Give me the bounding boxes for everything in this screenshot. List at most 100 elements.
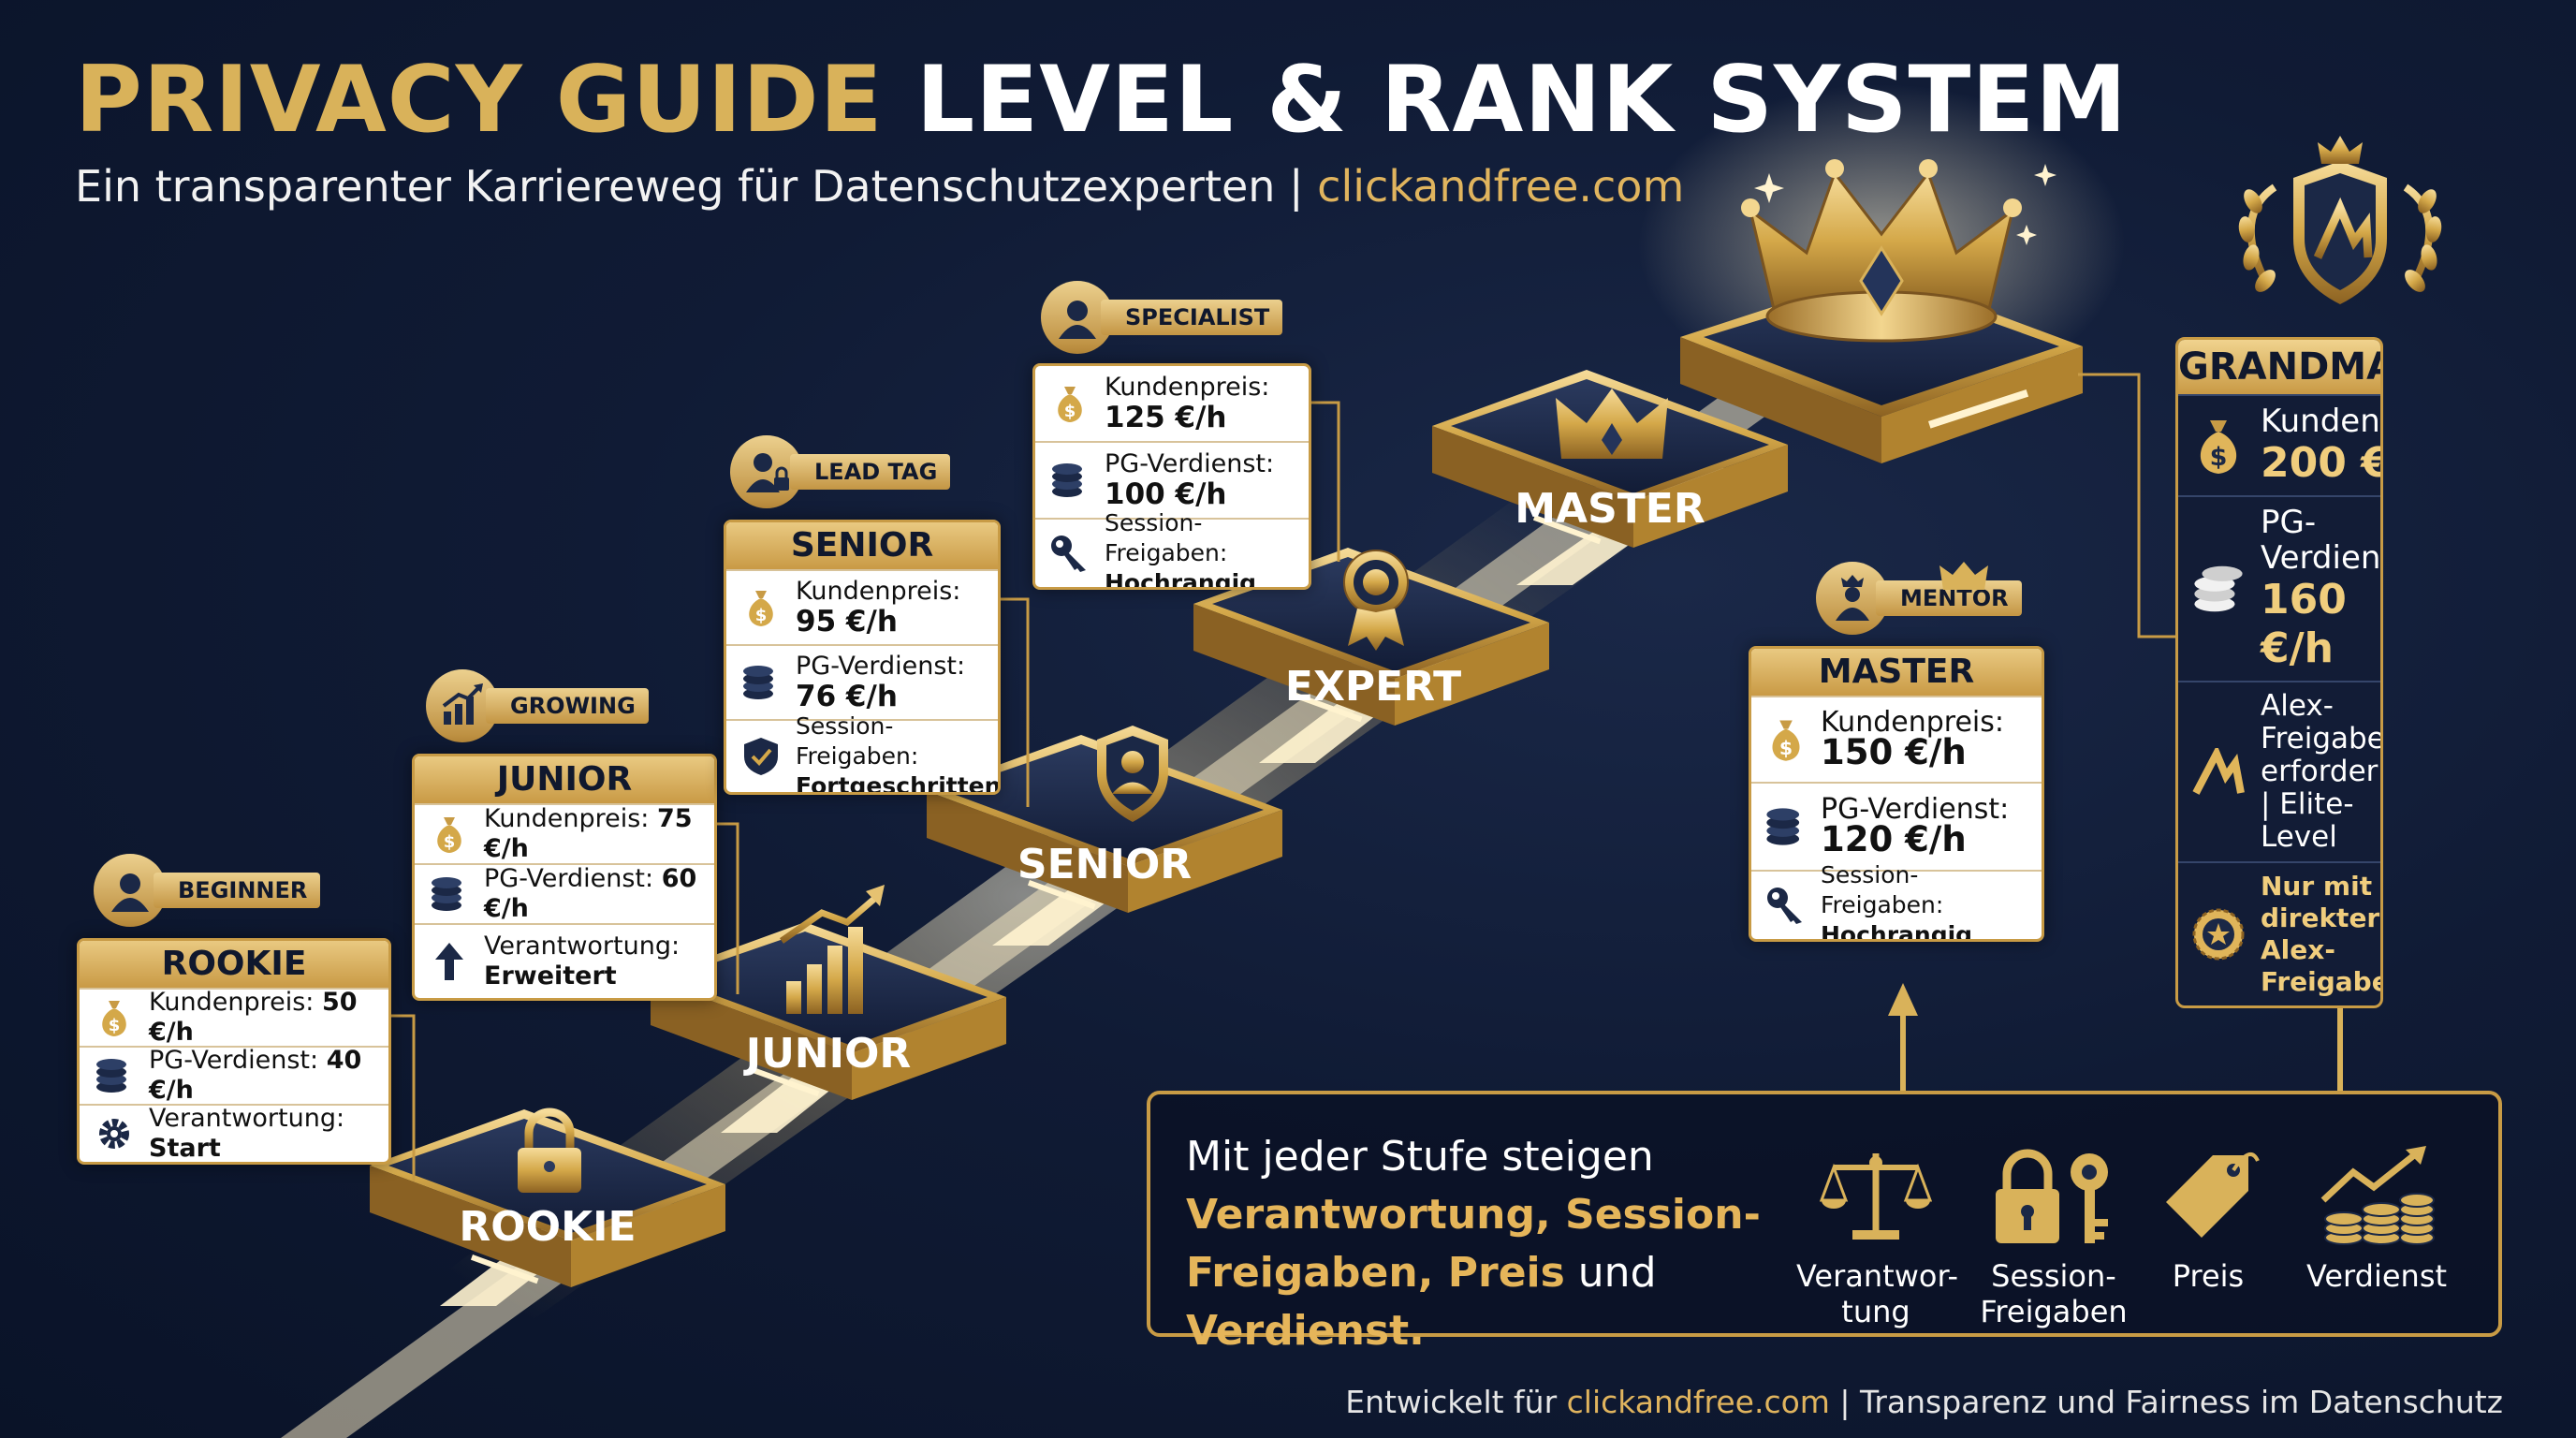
card-senior: SENIOR $ Kundenpreis:95 €/h PG-Verdienst… bbox=[724, 520, 1001, 795]
award-rosette-icon bbox=[1343, 550, 1409, 651]
coins-icon bbox=[1761, 801, 1811, 852]
money-bag-icon: $ bbox=[736, 582, 786, 633]
feature-price: Preis bbox=[2129, 1132, 2288, 1294]
card-row-responsibility: Verantwortung: Start bbox=[80, 1104, 388, 1162]
coins-icon bbox=[424, 869, 475, 919]
alex-text: Alex-Freigabe erforderlich | Elite-Level bbox=[2261, 689, 2383, 854]
arrow-up-master bbox=[1888, 983, 1918, 1091]
growth-coins-icon bbox=[2297, 1132, 2456, 1258]
row-label: Kundenpreis: bbox=[1105, 373, 1270, 402]
card-row-price: $ Kundenpreis:95 €/h bbox=[726, 569, 998, 644]
title-white: LEVEL & RANK SYSTEM bbox=[915, 47, 2128, 154]
row-value: Hochrangig bbox=[1105, 569, 1257, 590]
row-label: PG-Verdienst: bbox=[2261, 504, 2381, 577]
row-label: PG-Verdienst: bbox=[149, 1046, 319, 1075]
footer-suffix: | Transparenz und Fairness im Datenschut… bbox=[1829, 1384, 2503, 1420]
feature-label: Verantwor-tung bbox=[1796, 1258, 1959, 1329]
user-shield-icon bbox=[1097, 726, 1168, 822]
svg-text:$: $ bbox=[755, 606, 768, 625]
card-row-earn: PG-Verdienst:160 €/h bbox=[2178, 495, 2380, 681]
subtitle-text: Ein transparenter Karriereweg für Datens… bbox=[75, 161, 1318, 212]
badge-label: LEAD TAG bbox=[790, 454, 951, 490]
platform-label-junior: JUNIOR bbox=[745, 1030, 912, 1078]
row-value: Erweitert bbox=[484, 961, 617, 990]
platform-label-rookie: ROOKIE bbox=[459, 1203, 637, 1251]
row-value: 60 €/h bbox=[484, 864, 697, 923]
row-label: Kundenpreis: bbox=[1821, 706, 2004, 739]
title-gold: PRIVACY GUIDE bbox=[75, 47, 884, 154]
card-row-sessions: Session-Freigaben:Fortgeschritten bbox=[726, 712, 998, 792]
svg-text:$: $ bbox=[109, 1016, 121, 1035]
info-lead: Mit jeder Stufe steigen bbox=[1186, 1133, 1654, 1181]
subtitle-link[interactable]: clickandfree.com bbox=[1317, 161, 1685, 212]
bar-chart-icon bbox=[779, 885, 885, 1014]
info-text: Mit jeder Stufe steigen Verantwortung, S… bbox=[1186, 1128, 1841, 1360]
row-value: 120 €/h bbox=[1821, 819, 1967, 859]
badge-lead-tag: LEAD TAG bbox=[730, 435, 951, 508]
row-label: PG-Verdienst: bbox=[796, 652, 966, 681]
badge-mentor: MENTOR bbox=[1816, 562, 2022, 635]
lock-key-icon bbox=[1974, 1132, 2133, 1258]
platform-label-senior: SENIOR bbox=[1017, 841, 1193, 888]
badge-beginner: BEGINNER bbox=[94, 854, 321, 927]
card-row-responsibility: Verantwortung:Erweitert bbox=[415, 923, 714, 998]
svg-text:$: $ bbox=[1779, 737, 1793, 759]
feature-sessions: Session-Freigaben bbox=[1974, 1132, 2133, 1329]
row-label: Kundenpreis: bbox=[2261, 403, 2380, 440]
card-row-price: $ Kundenpreis:200 €/h bbox=[2178, 394, 2380, 495]
mentor-crown-icon bbox=[1939, 562, 1988, 590]
card-row-price: $ Kundenpreis:150 €/h bbox=[1751, 696, 2042, 782]
page-subtitle: Ein transparenter Karriereweg für Datens… bbox=[75, 161, 1684, 212]
money-bag-icon: $ bbox=[1761, 714, 1811, 765]
user-lock-icon bbox=[730, 435, 803, 508]
card-junior: JUNIOR $ Kundenpreis: 75 €/h PG-Verdiens… bbox=[412, 754, 717, 1001]
card-title: MASTER bbox=[1751, 649, 2042, 696]
card-row-sessions: Session-Freigaben:Hochrangig bbox=[1751, 861, 2042, 942]
footer-link[interactable]: clickandfree.com bbox=[1566, 1384, 1830, 1420]
card-specialist: $ Kundenpreis:125 €/h PG-Verdienst:100 €… bbox=[1032, 363, 1311, 590]
money-bag-icon: $ bbox=[2186, 413, 2251, 478]
row-label: Session-Freigaben: bbox=[1105, 509, 1228, 566]
coins-icon bbox=[89, 1050, 139, 1101]
page-title: PRIVACY GUIDE LEVEL & RANK SYSTEM bbox=[75, 47, 2128, 154]
row-value: Hochrangig bbox=[1821, 921, 1973, 942]
feature-earnings: Verdienst bbox=[2297, 1132, 2456, 1294]
platform-label-master: MASTER bbox=[1515, 485, 1705, 533]
svg-text:$: $ bbox=[1064, 402, 1076, 421]
card-row-price: $ Kundenpreis: 75 €/h bbox=[415, 803, 714, 863]
card-master: MASTER $ Kundenpreis:150 €/h PG-Verdiens… bbox=[1749, 646, 2044, 942]
row-value: 150 €/h bbox=[1821, 732, 1967, 772]
small-crown-icon bbox=[1556, 389, 1668, 459]
badge-label: GROWING bbox=[486, 688, 649, 724]
money-bag-icon: $ bbox=[1045, 378, 1095, 429]
key-icon bbox=[1761, 880, 1811, 931]
card-title: ROOKIE bbox=[80, 941, 388, 988]
card-row-earn: PG-Verdienst:100 €/h bbox=[1035, 441, 1309, 518]
row-value: Start bbox=[149, 1134, 221, 1163]
arrow-up-icon bbox=[424, 936, 475, 987]
row-value: 200 €/h bbox=[2261, 439, 2380, 487]
coins-icon bbox=[1045, 455, 1095, 506]
shield-check-icon bbox=[736, 731, 786, 782]
footer-prefix: Entwickelt für bbox=[1345, 1384, 1567, 1420]
card-row-earn: PG-Verdienst: 40 €/h bbox=[80, 1046, 388, 1105]
grandmaster-emblem-icon bbox=[2238, 136, 2442, 304]
row-label: PG-Verdienst: bbox=[1821, 793, 2010, 826]
platform-label-expert: EXPERT bbox=[1284, 663, 1462, 711]
gear-icon bbox=[89, 1108, 139, 1159]
card-row-sessions: Session-Freigaben: Hochrangig bbox=[1035, 509, 1309, 590]
info-highlight-1: Verantwortung, Session-Freigaben, Preis bbox=[1186, 1191, 1761, 1297]
info-box: Mit jeder Stufe steigen Verantwortung, S… bbox=[1147, 1091, 2502, 1355]
feature-label: Preis bbox=[2172, 1258, 2245, 1294]
row-value: 76 €/h bbox=[796, 680, 898, 713]
info-highlight-2: Verdienst. bbox=[1186, 1307, 1425, 1355]
info-mid: und bbox=[1564, 1249, 1657, 1297]
card-row-note: Nur mit direkter Alex-Freigabe bbox=[2178, 861, 2380, 1005]
key-icon bbox=[1045, 528, 1095, 579]
row-label: PG-Verdienst: bbox=[1105, 449, 1275, 478]
feature-label: Verdienst bbox=[2305, 1258, 2448, 1294]
svg-text:$: $ bbox=[444, 832, 456, 852]
card-rookie: ROOKIE $ Kundenpreis: 50 €/h PG-Verdiens… bbox=[77, 938, 391, 1165]
card-title: SENIOR bbox=[726, 522, 998, 569]
